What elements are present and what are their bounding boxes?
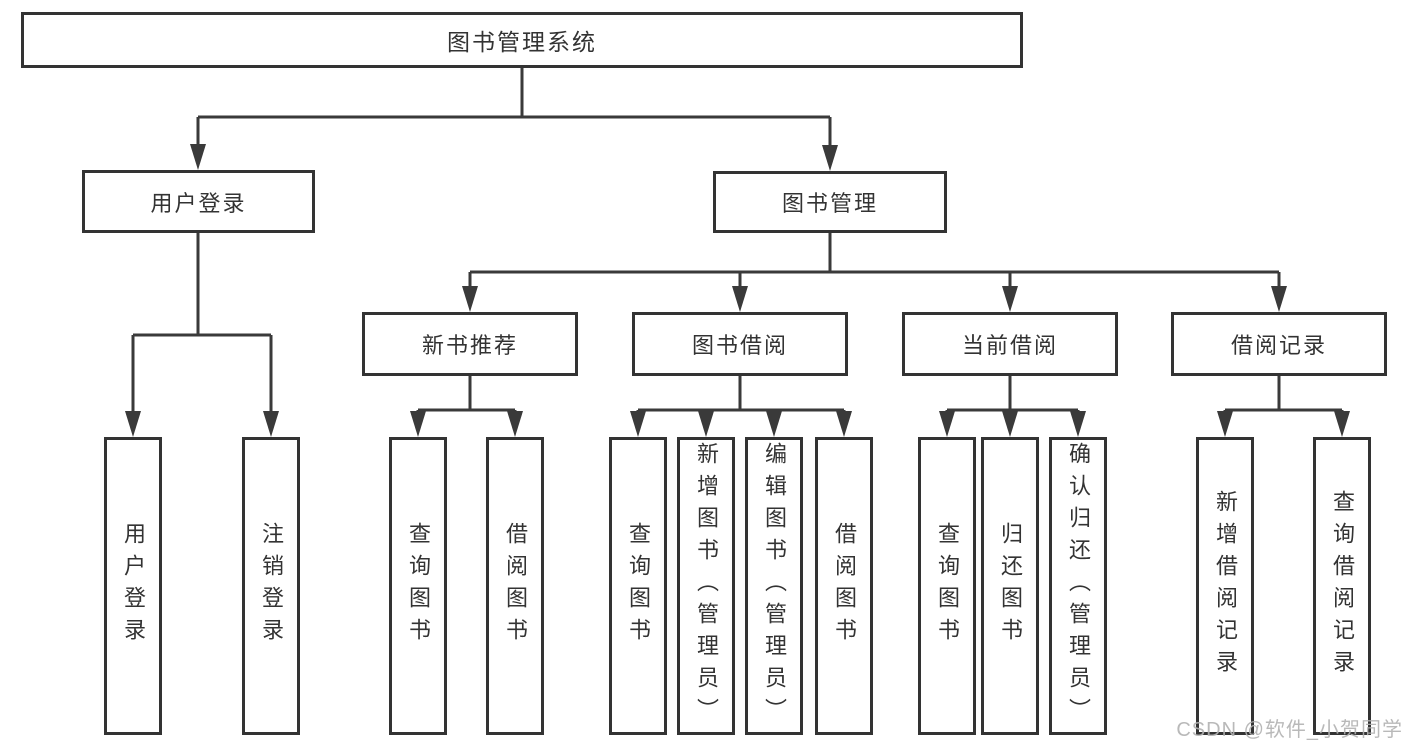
leaf-user-login-label: 用户登录 xyxy=(121,522,146,650)
leaf-edit-book-admin-label: 编辑图书（管理员） xyxy=(762,442,787,730)
node-book-management: 图书管理 xyxy=(713,171,947,233)
leaf-confirm-return-admin: 确认归还（管理员） xyxy=(1049,437,1107,735)
node-library-management-system: 图书管理系统 xyxy=(21,12,1023,68)
leaf-query-book-3: 查询图书 xyxy=(918,437,976,735)
leaf-query-book-1: 查询图书 xyxy=(389,437,447,735)
leaf-query-borrow-record: 查询借阅记录 xyxy=(1313,437,1371,735)
leaf-add-borrow-record: 新增借阅记录 xyxy=(1196,437,1254,735)
leaf-add-book-admin-label: 新增图书（管理员） xyxy=(694,442,719,730)
leaf-borrow-book-2: 借阅图书 xyxy=(815,437,873,735)
node-borrow-records: 借阅记录 xyxy=(1171,312,1387,376)
leaf-query-book-2: 查询图书 xyxy=(609,437,667,735)
leaf-return-book-label: 归还图书 xyxy=(998,522,1023,650)
node-user-login: 用户登录 xyxy=(82,170,315,233)
leaf-query-book-1-label: 查询图书 xyxy=(406,522,431,650)
leaf-add-book-admin: 新增图书（管理员） xyxy=(677,437,735,735)
csdn-watermark: CSDN @软件_小贺同学 xyxy=(1176,719,1403,741)
leaf-edit-book-admin: 编辑图书（管理员） xyxy=(745,437,803,735)
leaf-query-book-2-label: 查询图书 xyxy=(626,522,651,650)
leaf-logout-login: 注销登录 xyxy=(242,437,300,735)
leaf-borrow-book-1: 借阅图书 xyxy=(486,437,544,735)
leaf-logout-login-label: 注销登录 xyxy=(259,522,284,650)
leaf-user-login: 用户登录 xyxy=(104,437,162,735)
leaf-return-book: 归还图书 xyxy=(981,437,1039,735)
leaf-borrow-book-2-label: 借阅图书 xyxy=(832,522,857,650)
node-new-book-recommend: 新书推荐 xyxy=(362,312,578,376)
node-book-borrow: 图书借阅 xyxy=(632,312,848,376)
node-current-borrow: 当前借阅 xyxy=(902,312,1118,376)
leaf-confirm-return-admin-label: 确认归还（管理员） xyxy=(1066,442,1091,730)
leaf-add-borrow-record-label: 新增借阅记录 xyxy=(1213,490,1238,682)
leaf-borrow-book-1-label: 借阅图书 xyxy=(503,522,528,650)
leaf-query-book-3-label: 查询图书 xyxy=(935,522,960,650)
leaf-query-borrow-record-label: 查询借阅记录 xyxy=(1330,490,1355,682)
